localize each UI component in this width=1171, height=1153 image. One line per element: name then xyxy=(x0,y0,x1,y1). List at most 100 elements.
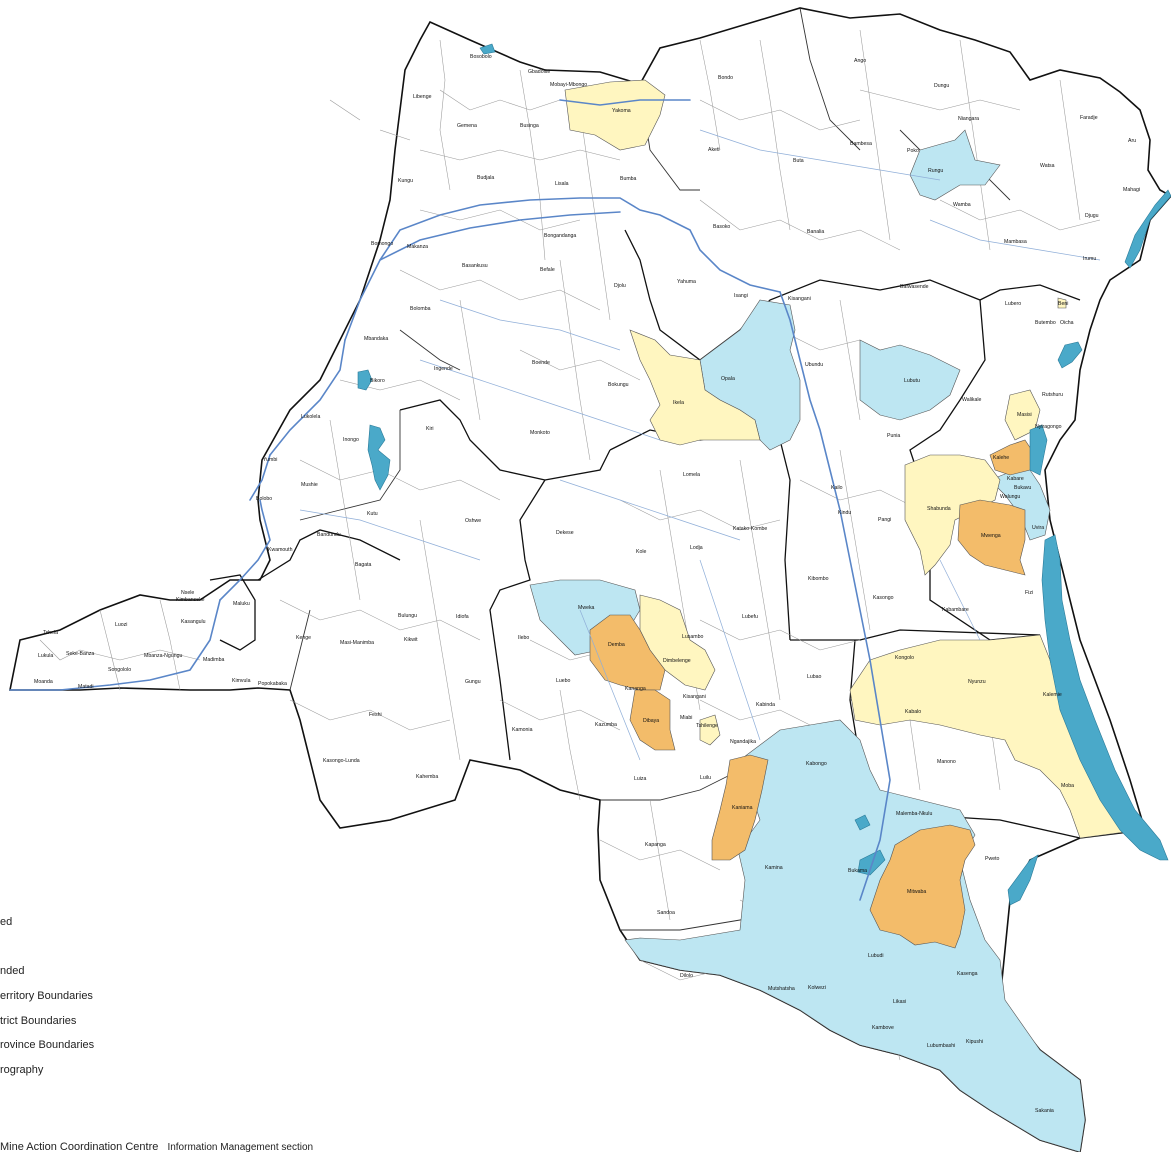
lake-albert xyxy=(1124,189,1171,269)
label-basankusu: Basankusu xyxy=(462,263,488,269)
label-watsa: Watsa xyxy=(1040,163,1055,169)
label-kongolo: Kongolo xyxy=(895,655,914,661)
territory-labels: Bosobolo Gbadolite Mobayi-Mbongo Yakoma … xyxy=(34,54,1140,1114)
label-kapanga: Kapanga xyxy=(645,842,666,848)
label-monkoto: Monkoto xyxy=(530,430,550,436)
label-idiofa: Idiofa xyxy=(456,614,469,620)
label-makanza: Makanza xyxy=(407,244,428,250)
label-banalia: Banalia xyxy=(807,229,824,235)
label-uvira: Uvira xyxy=(1032,525,1044,531)
area-lubutu xyxy=(859,339,961,421)
legend-item: rography xyxy=(0,1064,44,1077)
label-poko: Poko xyxy=(907,148,919,154)
label-kiri: Kiri xyxy=(426,426,434,432)
label-bondo: Bondo xyxy=(718,75,733,81)
label-dungu: Dungu xyxy=(934,83,949,89)
label-lubumbashi: Lubumbashi xyxy=(927,1043,955,1049)
label-dimbelenge: Dimbelenge xyxy=(663,658,691,664)
label-kambove: Kambove xyxy=(872,1025,894,1031)
area-mitwaba xyxy=(869,824,976,949)
label-pweto: Pweto xyxy=(985,856,1000,862)
label-lubutu: Lubutu xyxy=(904,378,920,384)
label-punia: Punia xyxy=(887,433,900,439)
label-bongandanga: Bongandanga xyxy=(544,233,576,239)
water-bodies xyxy=(357,43,1171,906)
label-gemena: Gemena xyxy=(457,123,477,129)
label-lomela: Lomela xyxy=(683,472,700,478)
label-bosobolo: Bosobolo xyxy=(470,54,492,60)
label-rungu: Rungu xyxy=(928,168,943,174)
label-kasongo: Kasongo xyxy=(873,595,894,601)
area-mwenga xyxy=(957,499,1026,576)
label-walikale: Walikale xyxy=(962,397,982,403)
label-gbadolite: Gbadolite xyxy=(528,69,550,75)
label-butembo: Butembo xyxy=(1035,320,1056,326)
lake-tanganyika xyxy=(1041,534,1169,861)
label-sakania: Sakania xyxy=(1035,1108,1054,1114)
areas-light-blue xyxy=(529,129,1086,1152)
label-mahagi: Mahagi xyxy=(1123,187,1140,193)
label-kenge: Kenge xyxy=(296,635,311,641)
label-miabi: Miabi xyxy=(680,715,692,721)
label-kisangani: Kisangani xyxy=(788,296,811,302)
label-kikwit: Kikwit xyxy=(404,637,418,643)
legend-item: rovince Boundaries xyxy=(0,1039,95,1052)
label-bolomba: Bolomba xyxy=(410,306,431,312)
lake-kisale xyxy=(854,814,871,831)
label-katako-kombe: Katako-Kombe xyxy=(733,526,767,532)
label-kasangulu: Kasangulu xyxy=(181,619,206,625)
label-pangi: Pangi xyxy=(878,517,891,523)
label-rutshuru: Rutshuru xyxy=(1042,392,1063,398)
label-libenge: Libenge xyxy=(413,94,432,100)
label-kamina: Kamina xyxy=(765,865,783,871)
label-kungu: Kungu xyxy=(398,178,413,184)
label-aketi: Aketi xyxy=(708,147,720,153)
area-dibaya xyxy=(629,689,676,751)
area-rungu xyxy=(909,129,1001,201)
label-befale: Befale xyxy=(540,267,555,273)
label-kindu: Kindu xyxy=(838,510,851,516)
footer-credit: Mine Action Coordination Centre Informat… xyxy=(0,1141,319,1153)
label-kabinda: Kabinda xyxy=(756,702,775,708)
area-yakoma xyxy=(564,79,666,151)
label-kimvula: Kimvula xyxy=(232,678,251,684)
label-lubudi: Lubudi xyxy=(868,953,884,959)
area-kaniama xyxy=(711,754,769,861)
label-kalehe: Kalehe xyxy=(993,455,1009,461)
label-bolobo: Bolobo xyxy=(256,496,272,502)
area-demba xyxy=(589,614,666,691)
label-nsele: Nsele xyxy=(181,590,194,596)
label-matadi: Matadi xyxy=(78,684,94,690)
label-nyunzu: Nyunzu xyxy=(968,679,986,685)
label-walungu: Walungu xyxy=(1000,494,1020,500)
label-kailo: Kailo xyxy=(831,485,843,491)
label-maluku: Maluku xyxy=(233,601,250,607)
label-gungu: Gungu xyxy=(465,679,481,685)
label-mutshatsha: Mutshatsha xyxy=(768,986,795,992)
label-basoko: Basoko xyxy=(713,224,730,230)
label-kananga: Kananga xyxy=(625,686,646,692)
label-budjala: Budjala xyxy=(477,175,494,181)
label-shabunda: Shabunda xyxy=(927,506,951,512)
label-bukama: Bukama xyxy=(848,868,867,874)
lake-kivu xyxy=(1029,424,1048,476)
label-mushie: Mushie xyxy=(301,482,318,488)
label-lisala: Lisala xyxy=(555,181,569,187)
legend-item: erritory Boundaries xyxy=(0,990,93,1003)
legend-item xyxy=(0,940,94,965)
label-kasongo-lunda: Kasongo-Lunda xyxy=(323,758,360,764)
label-mobayi-mbongo: Mobayi-Mbongo xyxy=(550,82,587,88)
label-oicha: Oicha xyxy=(1060,320,1074,326)
label-likasi: Likasi xyxy=(893,999,906,1005)
minor-rivers xyxy=(299,129,1101,761)
legend: ed nded erritory Boundaries trict Bounda… xyxy=(0,915,94,1088)
label-businga: Businga xyxy=(520,123,539,129)
label-kasenga: Kasenga xyxy=(957,971,978,977)
label-kabare: Kabare xyxy=(1007,476,1024,482)
label-kahemba: Kahemba xyxy=(416,774,438,780)
label-mbandaka: Mbandaka xyxy=(364,336,388,342)
label-lubefu: Lubefu xyxy=(742,614,758,620)
label-dilolo: Dilolo xyxy=(680,973,693,979)
label-ilebo: Ilebo xyxy=(518,635,529,641)
label-bikoro: Bikoro xyxy=(370,378,385,384)
